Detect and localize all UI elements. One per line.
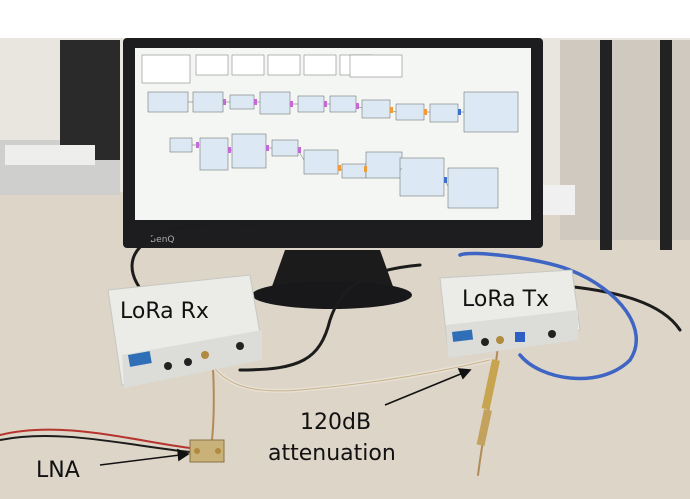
rx-port-3 <box>236 342 244 350</box>
header-block <box>259 91 291 115</box>
tx-port-1 <box>481 338 489 346</box>
attenuator-2 <box>476 409 492 447</box>
label-lna: LNA <box>36 458 80 483</box>
deinterleaver-block <box>303 149 339 175</box>
shelf-post-1 <box>600 40 612 250</box>
lna-arrow-line <box>99 454 181 466</box>
lna-connector-out <box>215 448 221 454</box>
hamming-enc-block <box>329 95 357 113</box>
attenuation-arrow-line <box>384 372 464 406</box>
rx-device-logo <box>127 351 152 367</box>
rx-device-front <box>122 330 262 388</box>
lna-power-red <box>0 428 191 449</box>
lna-board <box>189 439 225 463</box>
attenuator-1 <box>481 359 500 410</box>
background-board <box>5 145 95 165</box>
rx-port-1 <box>164 362 172 370</box>
variable-block-3 <box>267 54 301 76</box>
whitening-block <box>229 94 255 110</box>
label-lora-rx: LoRa Rx <box>120 299 209 324</box>
rx-port-2 <box>184 358 192 366</box>
monitor-brand: BenQ <box>150 235 175 245</box>
lora-tx-device <box>439 269 581 358</box>
crc-verif-block <box>169 137 193 153</box>
usrp-source-block <box>447 167 499 209</box>
gray-decode-block <box>395 103 425 121</box>
lora-rx-device <box>107 274 263 388</box>
hamming-dec-block <box>271 139 299 157</box>
ethernet-cable <box>458 251 638 381</box>
usrp-sink-block <box>463 91 519 133</box>
annotation-arrows <box>99 368 472 466</box>
monitor-stand-base <box>252 281 412 309</box>
dark-cable-left <box>60 40 120 160</box>
variable-block-4 <box>303 54 337 76</box>
frame-sync-block <box>399 157 445 197</box>
modulate-block <box>429 103 459 123</box>
tx-power-port <box>548 330 556 338</box>
attenuator-chain <box>476 359 500 447</box>
add-crc-block <box>297 95 325 113</box>
lna-power-black <box>0 435 191 453</box>
cables <box>0 221 682 476</box>
tx-ethernet-port <box>515 332 525 342</box>
tx-device-front <box>446 310 578 358</box>
header-decoder-block <box>231 133 267 169</box>
dewhitening-block <box>199 137 229 171</box>
options-block <box>141 54 191 84</box>
tx-device-logo <box>451 329 474 342</box>
variable-block-1 <box>195 54 229 76</box>
flowgraph <box>141 54 519 209</box>
gray-enc-block <box>341 163 367 179</box>
monitor-stand-neck <box>270 250 395 292</box>
label-attenuation-line1: 120dB <box>300 410 371 435</box>
tx-sma-port <box>496 336 504 344</box>
message-strobe-block <box>147 91 189 113</box>
lna-connector-in <box>194 448 200 454</box>
label-attenuation-line2: attenuation <box>268 441 396 466</box>
rx-sma-port <box>201 351 209 359</box>
interleaver-block <box>361 99 391 119</box>
usb-cable-rx <box>238 263 422 372</box>
lna-body <box>189 439 225 463</box>
label-lora-tx: LoRa Tx <box>462 287 549 312</box>
fft-demod-block <box>365 151 403 179</box>
desk <box>0 190 690 499</box>
coax-cable-edge <box>204 354 491 392</box>
variable-block-2 <box>231 54 265 76</box>
lna-arrow-head <box>177 448 190 462</box>
variable-block-6 <box>349 54 403 78</box>
shelf-post-2 <box>660 40 672 250</box>
power-cable-rx <box>130 221 262 302</box>
data-source-block <box>192 91 224 113</box>
port-markers <box>196 99 461 183</box>
attenuation-arrow-head <box>457 368 472 380</box>
